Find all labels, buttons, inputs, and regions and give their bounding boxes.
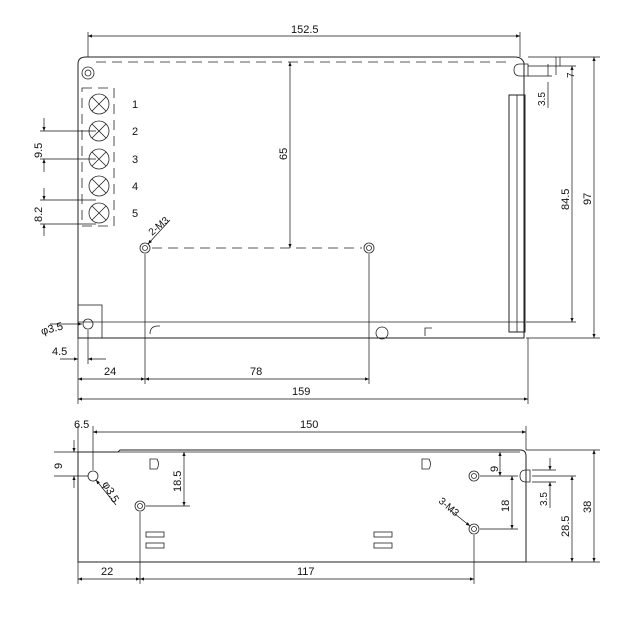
dim-hole-dia-side: φ3.5 [99,480,121,505]
dim-4-5: 4.5 [52,346,67,358]
vent-slot-left-2 [145,542,165,549]
m3-hole-left [139,242,151,254]
side-view: 150 6.5 9 φ3.5 18.5 22 117 9 18 [53,419,600,584]
dim-24: 24 [104,366,116,378]
vent-slot-left-1 [145,531,165,538]
terminal-block-outline [81,87,115,227]
terminal-label-5: 5 [132,208,138,220]
dim-8-2: 8.2 [33,207,45,222]
terminal-5 [88,202,110,224]
side-m3-hole-left [134,500,146,512]
dim-hole-dia-top: φ3.5 [40,320,65,337]
dim-97: 97 [582,193,594,205]
dim-7: 7 [566,72,577,78]
bottom-left-bracket [77,304,103,339]
terminal-1 [88,93,110,115]
dim-6-5: 6.5 [74,419,89,431]
dim-9-right: 9 [489,466,501,472]
side-m3-hole-right-bottom [468,523,480,535]
dim-84-5: 84.5 [560,189,572,210]
dim-9-left: 9 [53,463,65,469]
top-view-chassis-outline [77,56,525,339]
terminal-label-3: 3 [132,154,138,166]
dim-18: 18 [500,500,512,512]
dim-117: 117 [297,566,315,578]
dim-18-5: 18.5 [172,471,184,492]
m3-hole-right [363,242,375,254]
terminal-label-2: 2 [132,126,138,138]
top-view: 1 2 3 4 5 2-M3 152.5 65 97 84.5 [33,24,600,404]
right-top-notch [513,63,529,77]
dim-38: 38 [582,501,594,513]
terminal-block: 1 2 3 4 5 [81,87,138,227]
dim-22: 22 [101,566,113,578]
dim-152-5: 152.5 [291,24,319,36]
dim-159: 159 [292,386,310,398]
bottom-slot-left [149,325,160,335]
dim-3-5-top: 3.5 [537,92,548,106]
dim-3-5-side: 3.5 [539,492,550,506]
side-right-notch [519,469,531,483]
terminal-2 [88,120,110,142]
top-left-mounting-hole-inner [84,69,92,77]
top-left-mounting-hole [81,66,95,80]
side-m3-hole-right-top [468,470,480,482]
d-slot-right [421,458,431,470]
dim-65: 65 [278,148,290,160]
dim-78: 78 [250,366,262,378]
dim-150: 150 [300,419,318,431]
screw-label-2m3: 2-M3 [147,215,172,238]
vent-slot-right-2 [373,542,393,549]
dim-28-5: 28.5 [560,516,572,537]
dim-9-5: 9.5 [33,143,45,158]
side-hole-left-dia [87,470,99,482]
vent-slot-right-1 [373,531,393,538]
terminal-4 [88,175,110,197]
terminal-label-4: 4 [132,181,138,193]
bottom-left-mounting-hole [82,318,94,330]
terminal-label-1: 1 [132,99,138,111]
d-slot-left [149,458,159,470]
bottom-slot-right [424,327,432,336]
side-view-chassis-outline [77,449,527,563]
bottom-mid-hole [375,326,389,340]
